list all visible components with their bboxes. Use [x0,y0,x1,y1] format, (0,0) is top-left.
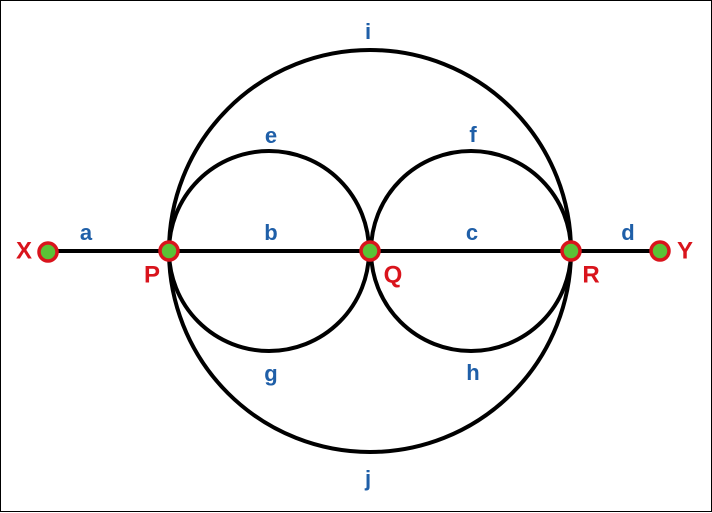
node-label-p: P [144,261,160,288]
node-label-q: Q [384,261,403,288]
edge-label-f: f [469,122,477,147]
edge-label-c: c [466,220,478,245]
node-label-r: R [582,261,599,288]
edge-label-e: e [265,123,277,148]
node-x [37,241,59,263]
edge-label-d: d [621,220,634,245]
edge-label-a: a [80,220,93,245]
edge-label-b: b [264,220,277,245]
edge-label-i: i [365,19,371,44]
edge-label-j: j [364,466,371,491]
edge-label-h: h [466,360,479,385]
node-y [649,240,671,262]
node-p [158,240,180,262]
node-label-x: X [16,237,32,264]
node-label-y: Y [677,237,693,264]
node-r [560,240,582,262]
node-q [359,240,381,262]
edge-label-g: g [264,361,277,386]
